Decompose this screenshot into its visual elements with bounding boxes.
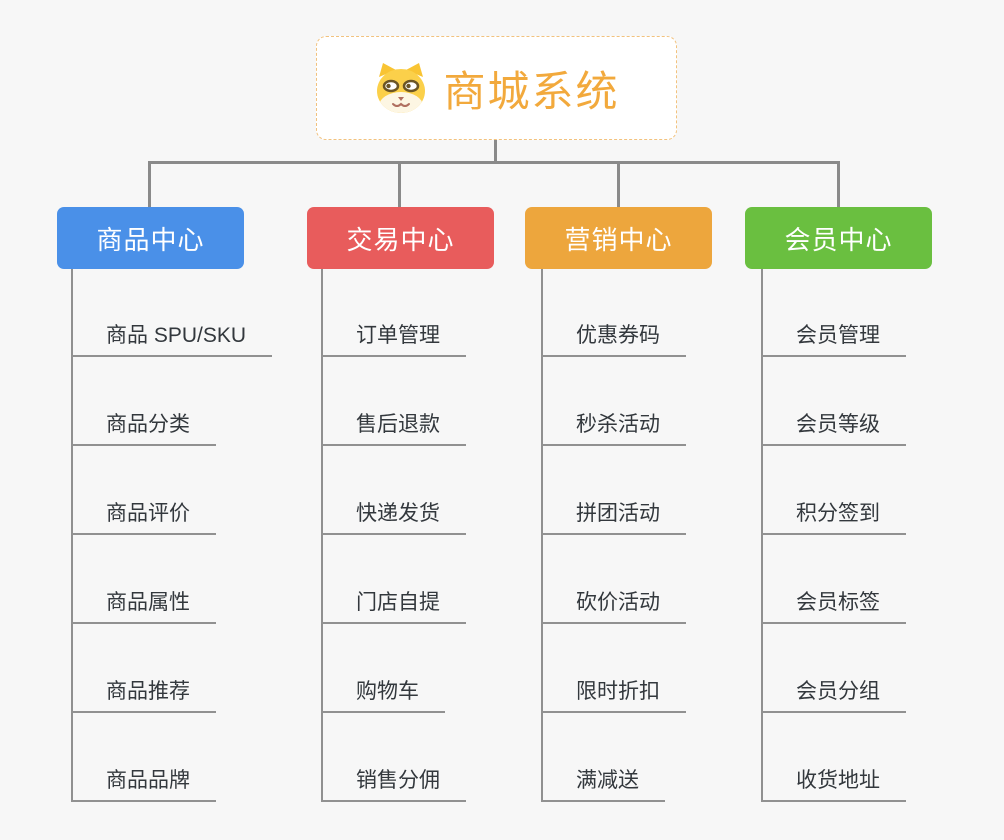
branch-label: 商品中心: [96, 224, 205, 255]
node-flash-sale[interactable]: 秒杀活动: [541, 410, 686, 446]
connector-drop-member-center: [837, 161, 840, 207]
connector-spine-product-center: [71, 269, 73, 802]
root-title: 商城系统: [443, 67, 620, 115]
connector-drop-product-center: [148, 161, 151, 207]
node-member-group[interactable]: 会员分组: [761, 677, 906, 713]
connector-spine-marketing-center: [541, 269, 543, 802]
branch-label: 营销中心: [564, 224, 673, 255]
node-time-limited-discount[interactable]: 限时折扣: [541, 677, 686, 713]
branch-product-center[interactable]: 商品中心: [57, 207, 244, 269]
connector-drop-trade-center: [398, 161, 401, 207]
node-sales-commission[interactable]: 销售分佣: [321, 766, 466, 802]
node-after-sales-refund[interactable]: 售后退款: [321, 410, 466, 446]
branch-trade-center[interactable]: 交易中心: [307, 207, 494, 269]
node-member-tag[interactable]: 会员标签: [761, 588, 906, 624]
branch-marketing-center[interactable]: 营销中心: [525, 207, 712, 269]
root-node[interactable]: 商城系统: [316, 36, 677, 140]
connector-root-stub: [494, 139, 497, 163]
connector-drop-marketing-center: [617, 161, 620, 207]
node-shopping-cart[interactable]: 购物车: [321, 677, 445, 713]
node-store-pickup[interactable]: 门店自提: [321, 588, 466, 624]
node-product-review[interactable]: 商品评价: [71, 499, 216, 535]
node-points-checkin[interactable]: 积分签到: [761, 499, 906, 535]
dog-face-icon: [373, 62, 429, 114]
node-product-category[interactable]: 商品分类: [71, 410, 216, 446]
node-member-level[interactable]: 会员等级: [761, 410, 906, 446]
node-order-management[interactable]: 订单管理: [321, 321, 466, 357]
branch-label: 会员中心: [784, 224, 893, 255]
node-coupon-code[interactable]: 优惠券码: [541, 321, 686, 357]
node-product-spu-sku[interactable]: 商品 SPU/SKU: [71, 321, 273, 357]
connector-spine-member-center: [761, 269, 763, 802]
branch-label: 交易中心: [346, 224, 455, 255]
connector-spine-trade-center: [321, 269, 323, 802]
node-group-buy[interactable]: 拼团活动: [541, 499, 686, 535]
node-product-brand[interactable]: 商品品牌: [71, 766, 216, 802]
connector-horizontal-bar: [149, 161, 839, 164]
node-full-reduction[interactable]: 满减送: [541, 766, 665, 802]
node-product-recommend[interactable]: 商品推荐: [71, 677, 216, 713]
branch-member-center[interactable]: 会员中心: [745, 207, 932, 269]
node-bargain-activity[interactable]: 砍价活动: [541, 588, 686, 624]
node-member-management[interactable]: 会员管理: [761, 321, 906, 357]
node-shipping-address[interactable]: 收货地址: [761, 766, 906, 802]
node-express-delivery[interactable]: 快递发货: [321, 499, 466, 535]
node-product-attribute[interactable]: 商品属性: [71, 588, 216, 624]
